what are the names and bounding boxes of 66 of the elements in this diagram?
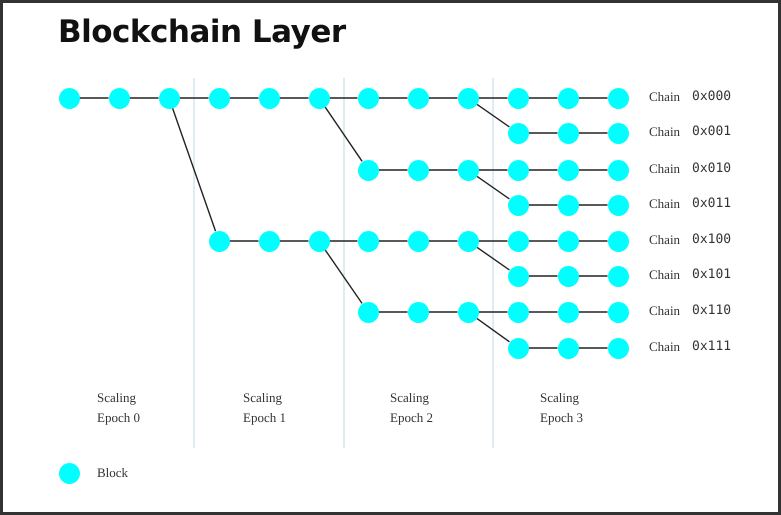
chain-label: Chain — [649, 232, 680, 248]
connector-line — [428, 240, 458, 242]
connector-line — [528, 204, 558, 206]
title: Blockchain Layer — [58, 14, 346, 50]
connector-line — [180, 97, 208, 99]
connector-line — [230, 240, 258, 242]
chain-label: Chain — [649, 89, 680, 105]
chain-id: 0x001 — [692, 124, 732, 139]
legend-label: Block — [97, 465, 128, 481]
connector-line — [578, 240, 608, 242]
connector-line — [172, 108, 216, 232]
connector-line — [528, 132, 558, 134]
connector-line — [578, 169, 608, 171]
connector-line — [476, 318, 510, 342]
connector-line — [578, 204, 608, 206]
connector-line — [478, 311, 508, 313]
connector-line — [378, 169, 408, 171]
connector-line — [130, 97, 158, 99]
connector-line — [324, 249, 363, 304]
connector-line — [280, 97, 308, 99]
chain-label: Chain — [649, 196, 680, 212]
connector-line — [528, 347, 558, 349]
connector-line — [528, 169, 558, 171]
connector-line — [378, 311, 408, 313]
connector-line — [528, 97, 558, 99]
connector-line — [578, 311, 608, 313]
chain-label: Chain — [649, 267, 680, 283]
connector-line — [476, 246, 510, 271]
epoch-label: Scaling Epoch 2 — [390, 389, 434, 427]
connector-line — [330, 97, 358, 99]
connector-line — [428, 169, 458, 171]
chain-id: 0x111 — [692, 339, 732, 354]
epoch-label: Scaling Epoch 0 — [97, 389, 141, 427]
connector-line — [324, 106, 363, 162]
connector-line — [280, 240, 308, 242]
connector-line — [528, 311, 558, 313]
chain-id: 0x010 — [692, 161, 732, 176]
connector-line — [476, 103, 510, 128]
connector-line — [428, 311, 458, 313]
chain-id: 0x000 — [692, 89, 732, 104]
connector-line — [578, 275, 608, 277]
connector-line — [478, 240, 508, 242]
connector-line — [230, 97, 258, 99]
connector-line — [80, 97, 108, 99]
chain-label: Chain — [649, 124, 680, 140]
connector-line — [428, 97, 458, 99]
connector-line — [478, 169, 508, 171]
connector-line — [478, 97, 508, 99]
connector-line — [330, 240, 358, 242]
connector-line — [578, 347, 608, 349]
chain-id: 0x011 — [692, 196, 732, 211]
epoch-label: Scaling Epoch 3 — [540, 389, 584, 427]
chain-label: Chain — [649, 303, 680, 319]
connector-line — [476, 175, 510, 200]
connector-line — [528, 275, 558, 277]
chain-id: 0x110 — [692, 303, 732, 318]
chain-label: Chain — [649, 161, 680, 177]
chain-id: 0x101 — [692, 267, 732, 282]
epoch-label: Scaling Epoch 1 — [243, 389, 287, 427]
chain-id: 0x100 — [692, 232, 732, 247]
connector-line — [378, 240, 408, 242]
connector-line — [578, 132, 608, 134]
chain-label: Chain — [649, 339, 680, 355]
connector-line — [578, 97, 608, 99]
connector-line — [378, 97, 408, 99]
connector-line — [528, 240, 558, 242]
